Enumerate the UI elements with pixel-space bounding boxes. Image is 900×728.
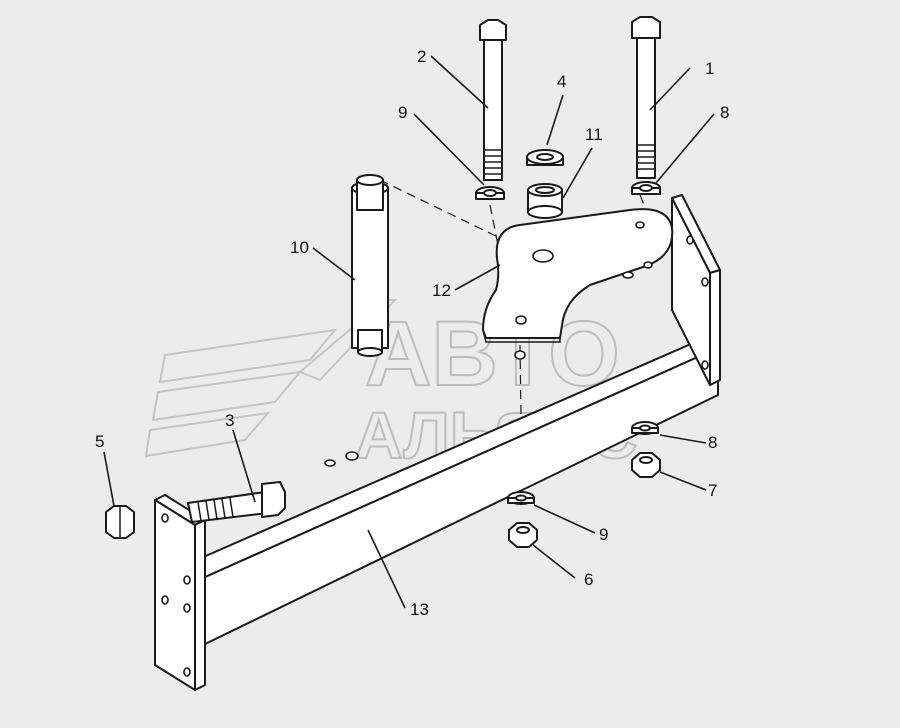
bracket-plate-12 xyxy=(482,208,674,360)
beam-hole xyxy=(324,459,336,467)
callout-5: 5 xyxy=(95,432,104,451)
callout-7: 7 xyxy=(708,481,717,500)
callout-9-bottom: 9 xyxy=(599,525,608,544)
callout-8-top: 8 xyxy=(720,103,729,122)
callout-numbers: 1 2 3 4 5 6 7 8 8 9 9 10 11 12 13 xyxy=(95,47,729,619)
pin-10 xyxy=(351,174,389,357)
bolt-2 xyxy=(479,19,507,181)
washer-9-top xyxy=(475,186,505,200)
callout-4: 4 xyxy=(557,72,566,91)
nut-5 xyxy=(105,505,135,539)
callout-12: 12 xyxy=(432,281,451,300)
washer-8-top xyxy=(631,181,661,195)
callout-2: 2 xyxy=(417,47,426,66)
washer-9-bottom xyxy=(507,491,535,505)
callout-10: 10 xyxy=(290,238,309,257)
nut-6 xyxy=(508,522,538,548)
right-end-plate xyxy=(671,194,721,386)
callout-1: 1 xyxy=(705,59,714,78)
callout-13: 13 xyxy=(410,600,429,619)
nut-7 xyxy=(631,452,661,478)
leader-lines xyxy=(103,55,715,609)
bushing-11 xyxy=(527,183,563,219)
bolt-1 xyxy=(631,16,661,179)
callout-6: 6 xyxy=(584,570,593,589)
washer-4 xyxy=(526,149,564,166)
left-end-plate xyxy=(154,494,206,691)
callout-3: 3 xyxy=(225,411,234,430)
bolt-3 xyxy=(187,481,286,523)
callout-9-top: 9 xyxy=(398,103,407,122)
callout-11: 11 xyxy=(585,125,603,144)
beam-hole xyxy=(345,451,359,461)
callout-8-bottom: 8 xyxy=(708,433,717,452)
washer-8-bottom xyxy=(631,421,659,435)
